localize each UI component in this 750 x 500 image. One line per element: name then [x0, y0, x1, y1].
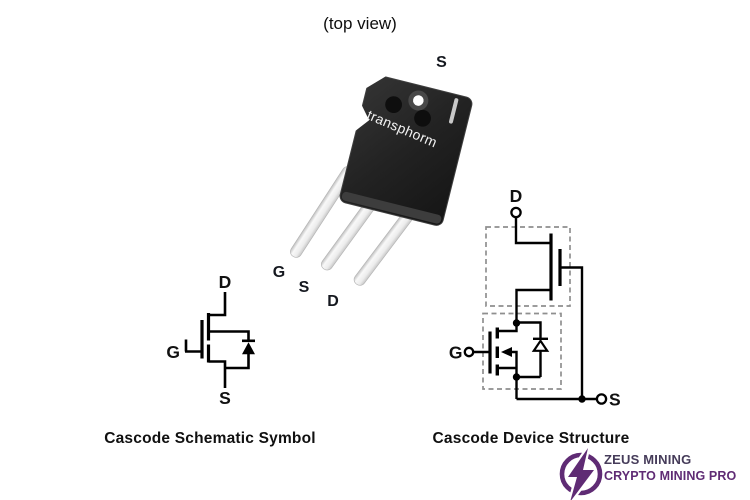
watermark-line2: CRYPTO MINING PRO: [604, 469, 737, 483]
structure-source-label: S: [609, 390, 621, 410]
package-bottom-bevel: [341, 191, 442, 224]
package-side-notch: [355, 104, 370, 132]
mosfet-body-arrow: [501, 347, 512, 357]
mosfet-source-wire: [497, 366, 518, 399]
diode-bottom-wire: [516, 350, 542, 379]
package-dimple-left: [385, 96, 403, 114]
hemt-source-wire: [515, 288, 551, 323]
schematic-symbol-caption: Cascode Schematic Symbol: [104, 430, 316, 447]
package-hole: [413, 95, 424, 106]
top-view-label: (top view): [323, 14, 397, 33]
symbol-source-wire: [208, 360, 227, 388]
mosfet-drain-wire: [497, 322, 518, 333]
package-top-pin-label: S: [436, 54, 447, 71]
symbol-gate-label: G: [166, 342, 180, 362]
structure-drain-label: D: [510, 186, 523, 206]
pin-label-drain: D: [327, 293, 339, 310]
junction-dot-rail: [578, 395, 586, 403]
symbol-diode-bottom-wire: [225, 354, 250, 370]
hemt-gate-return-wire: [560, 266, 584, 399]
symbol-source-label: S: [219, 388, 231, 408]
package-corner-chamfer: [365, 71, 387, 89]
lightning-bolt-icon: [568, 448, 594, 500]
cascode-schematic-symbol: D G S: [166, 272, 255, 408]
symbol-body-diode: [242, 342, 255, 355]
package-photo: transphorm S G S D: [273, 54, 473, 310]
hemt-drain-wire: [514, 217, 551, 245]
package-body: [339, 74, 473, 226]
package-slot: [449, 98, 459, 124]
symbol-gate-wire: [184, 339, 202, 353]
structure-gate-terminal: [463, 346, 475, 358]
package-body-group: transphorm: [339, 71, 473, 226]
cascode-device-structure: D G S: [449, 186, 621, 410]
mosfet-die-outline: [482, 312, 562, 390]
watermark-logo: [559, 445, 603, 500]
hemt-die-outline: [485, 226, 571, 307]
pin-label-source: S: [299, 279, 310, 296]
structure-drain-terminal: [510, 206, 522, 219]
structure-source-terminal: [595, 393, 608, 405]
package-dimple-right: [414, 109, 431, 127]
mosfet-body-diode: [531, 338, 550, 352]
symbol-diode-top-wire: [208, 330, 250, 340]
pin-label-gate: G: [273, 264, 285, 281]
diode-top-wire: [516, 321, 542, 339]
structure-gate-label: G: [449, 343, 463, 363]
symbol-drain-wire: [208, 292, 227, 317]
watermark-line1: ZEUS MINING: [604, 452, 692, 467]
symbol-drain-label: D: [219, 272, 232, 292]
device-structure-caption: Cascode Device Structure: [432, 430, 630, 447]
